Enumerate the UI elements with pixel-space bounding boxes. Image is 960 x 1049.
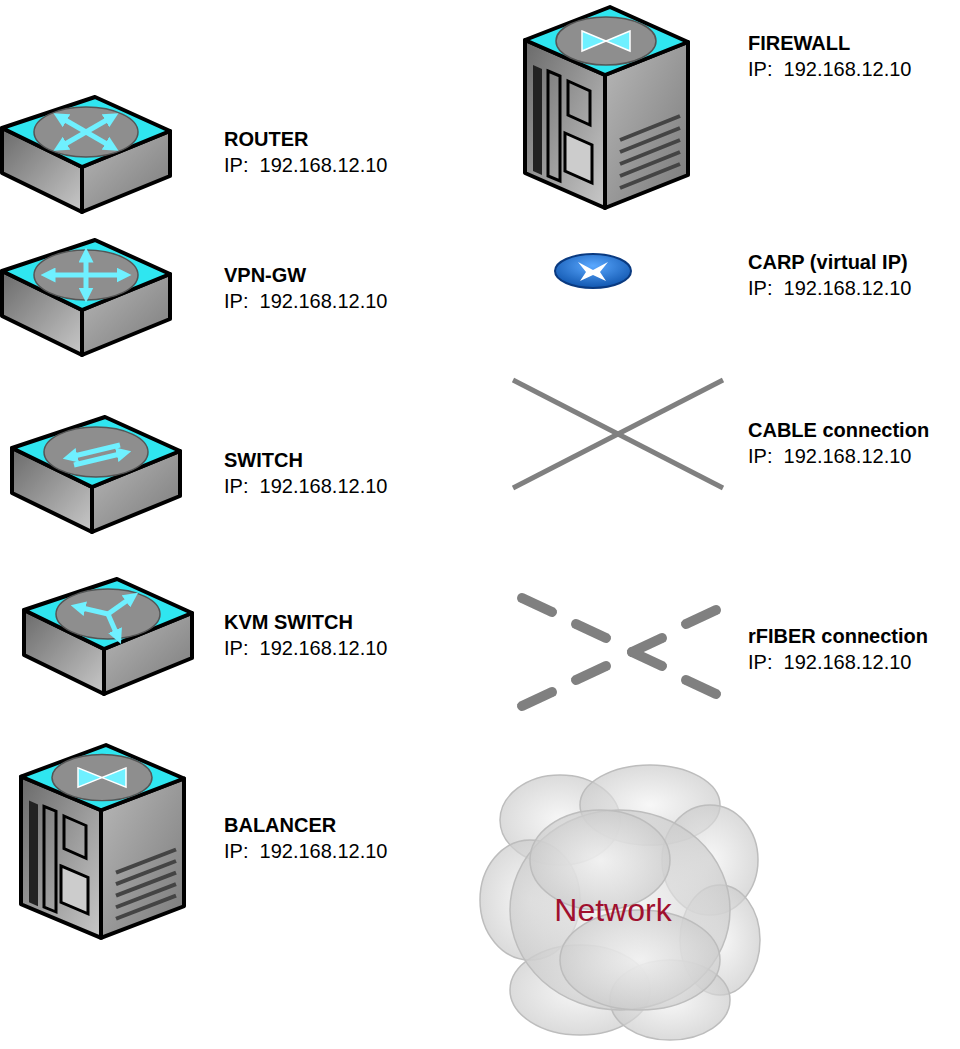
router-icon [2,97,170,212]
device-name: CABLE connection [748,417,929,443]
switch-icon [12,417,180,532]
device-name: BALANCER [224,812,387,838]
vpn-gateway-icon [2,240,170,355]
device-name: KVM SWITCH [224,609,387,635]
device-name: rFIBER connection [748,623,928,649]
balancer-label: BALANCERIP: 192.168.12.10 [224,812,387,864]
router-label: ROUTERIP: 192.168.12.10 [224,126,387,178]
firewall-icon [525,7,688,208]
ip-address: IP: 192.168.12.10 [748,275,911,301]
vpn-gateway-label: VPN-GWIP: 192.168.12.10 [224,262,387,314]
device-name: Network [554,891,671,929]
ip-address: IP: 192.168.12.10 [224,152,387,178]
network-cloud [480,765,760,1040]
ip-address: IP: 192.168.12.10 [224,838,387,864]
ip-address: IP: 192.168.12.10 [224,473,387,499]
ip-address: IP: 192.168.12.10 [748,56,911,82]
device-name: VPN-GW [224,262,387,288]
kvm-switch-icon [24,579,192,694]
ip-address: IP: 192.168.12.10 [224,288,387,314]
switch-label: SWITCHIP: 192.168.12.10 [224,447,387,499]
cable-label: CABLE connectionIP: 192.168.12.10 [748,417,929,469]
fiber-label: rFIBER connectionIP: 192.168.12.10 [748,623,928,675]
ip-address: IP: 192.168.12.10 [224,635,387,661]
carp-label: CARP (virtual IP)IP: 192.168.12.10 [748,249,911,301]
ip-address: IP: 192.168.12.10 [748,649,928,675]
balancer-icon [21,745,184,938]
firewall-label: FIREWALLIP: 192.168.12.10 [748,30,911,82]
device-name: ROUTER [224,126,387,152]
network-cloud-label: Network [554,891,671,929]
device-name: SWITCH [224,447,387,473]
fiber-connection-symbol [522,598,716,706]
kvm-switch-label: KVM SWITCHIP: 192.168.12.10 [224,609,387,661]
carp-icon [555,254,631,288]
ip-address: IP: 192.168.12.10 [748,443,929,469]
device-name: CARP (virtual IP) [748,249,911,275]
device-name: FIREWALL [748,30,911,56]
cable-connection-symbol [513,380,723,488]
